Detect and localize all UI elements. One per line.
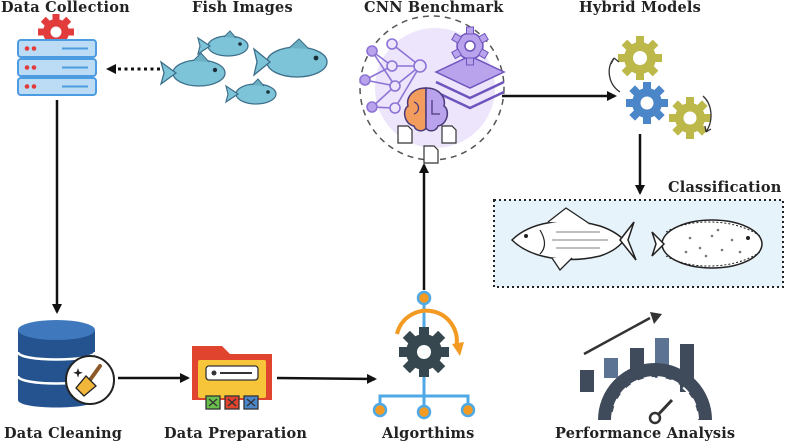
performance-analysis-icon [580,312,712,425]
label-algorithms: Algorthims [382,425,475,442]
folder-icon [192,346,272,410]
label-classification: Classification [668,179,782,196]
hybrid-models-icon [608,36,712,139]
gear-icon [38,14,74,45]
gear-icon [626,82,668,124]
label-data-preparation: Data Preparation [164,425,308,442]
label-data-collection: Data Collection [1,0,130,16]
brain-icon [403,87,449,132]
fish-images-icon [159,30,328,105]
gear-icon [618,36,662,80]
layers-icon [434,55,506,110]
fish-icon [225,78,277,105]
fish-icon [252,38,328,78]
arrow-preparation-to-algorithms [276,373,377,384]
gear-icon [399,327,449,377]
fish-icon [159,52,226,87]
label-data-cleaning: Data Cleaning [4,425,123,442]
cnn-benchmark-icon [359,15,506,164]
classification-panel [493,199,784,288]
gear-icon [669,97,711,139]
label-fish-images: Fish Images [192,0,293,16]
document-icon [397,125,457,164]
cleaning-brush-icon [65,355,115,405]
gear-icon [451,26,489,66]
flounder-fish-icon [651,219,763,269]
label-cnn-benchmark: CNN Benchmark [364,0,504,16]
label-hybrid-models: Hybrid Models [579,0,701,16]
carp-fish-icon [510,207,637,272]
label-performance-analysis: Performance Analysis [555,425,736,442]
neural-network-icon [359,38,427,114]
fish-icon [197,30,249,57]
algorithms-icon [372,290,476,420]
server-icon [17,14,97,96]
